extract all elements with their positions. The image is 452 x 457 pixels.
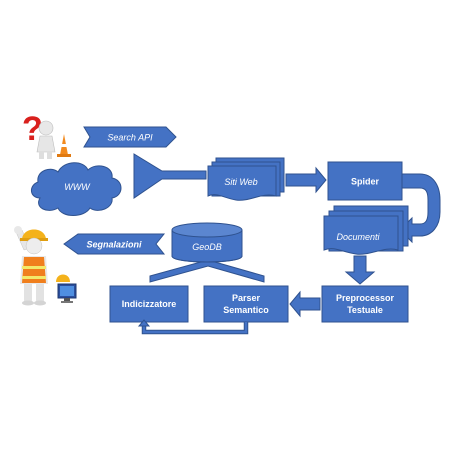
svg-text:?: ? bbox=[22, 110, 43, 148]
indicizzatore-node: Indicizzatore bbox=[109, 285, 189, 323]
parser-label-line2: Semantico bbox=[223, 305, 269, 315]
documenti-node: Documenti bbox=[323, 205, 409, 255]
geodb-node: GeoDB bbox=[171, 222, 243, 263]
geodb-label: GeoDB bbox=[192, 242, 222, 252]
arrow-preprocessor-to-parser bbox=[289, 290, 321, 318]
preprocessor-label-line2: Testuale bbox=[347, 305, 383, 315]
indicizzatore-label: Indicizzatore bbox=[122, 299, 177, 309]
arrow-sitiweb-to-spider bbox=[285, 166, 327, 194]
question-person-icon: ? bbox=[22, 110, 71, 159]
arrow-documenti-to-preprocessor bbox=[344, 255, 376, 285]
construction-worker-icon bbox=[14, 226, 77, 306]
spider-node: Spider bbox=[327, 161, 403, 201]
www-label: WWW bbox=[64, 182, 91, 192]
parser-label-line1: Parser bbox=[232, 293, 261, 303]
www-cloud-node: WWW bbox=[31, 162, 122, 216]
connector-to-geodb bbox=[149, 259, 265, 283]
parser-node: Parser Semantico bbox=[203, 285, 289, 323]
search-api-label: Search API bbox=[107, 133, 153, 143]
preprocessor-label-line1: Preprocessor bbox=[336, 293, 395, 303]
siti-web-label: Siti Web bbox=[224, 177, 257, 187]
segnalazioni-node: Segnalazioni bbox=[63, 233, 166, 255]
siti-web-node: Siti Web bbox=[207, 157, 285, 201]
arrow-parser-to-indicizzatore bbox=[137, 319, 249, 335]
documenti-label: Documenti bbox=[336, 232, 380, 242]
funnel-shape bbox=[133, 153, 207, 199]
preprocessor-node: Preprocessor Testuale bbox=[321, 285, 409, 323]
spider-label: Spider bbox=[351, 177, 380, 187]
search-api-node: Search API bbox=[83, 126, 177, 148]
segnalazioni-label: Segnalazioni bbox=[86, 240, 142, 250]
